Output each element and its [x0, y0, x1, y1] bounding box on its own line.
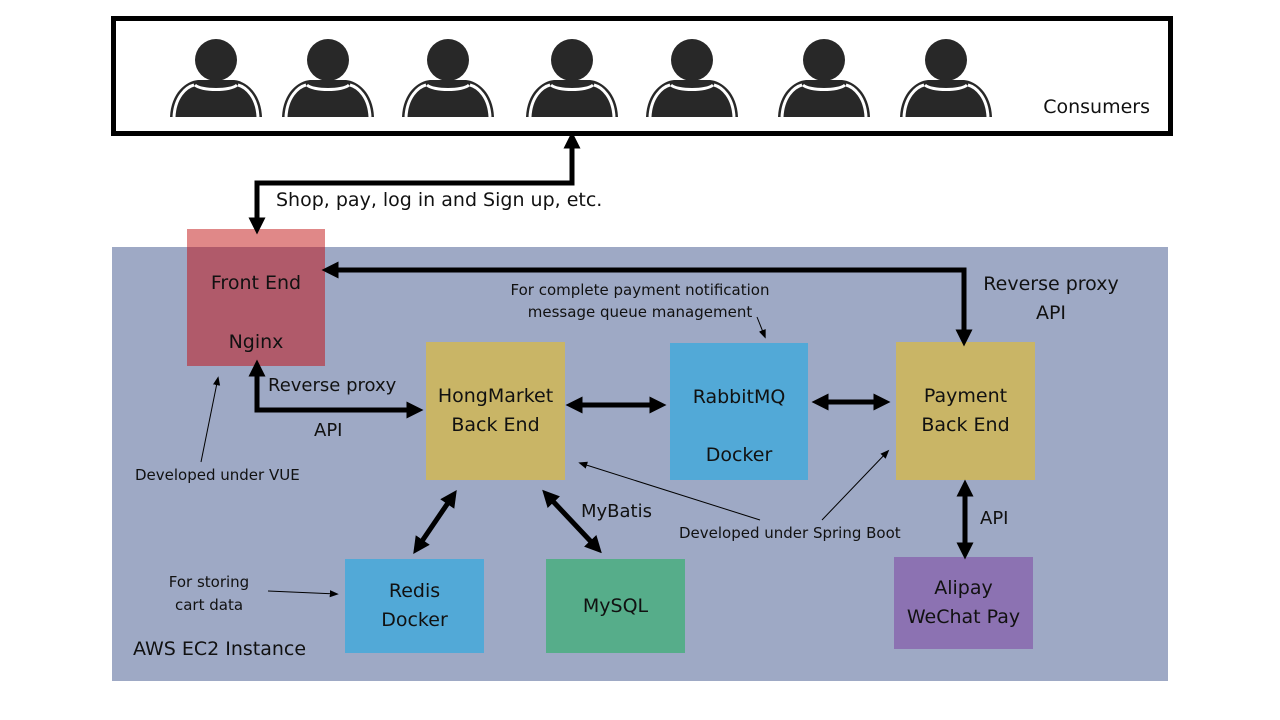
- edge-label-payment-api: API: [1035, 302, 1067, 324]
- redis-node-subtitle: Docker: [381, 609, 448, 631]
- payment-node-subtitle: Back End: [921, 414, 1010, 436]
- hongmarket-backend-node: HongMarket Back End: [426, 342, 565, 480]
- annotation-vue: Developed under VUE: [135, 466, 300, 484]
- annotation-rabbitmq-line2: message queue management: [527, 303, 753, 321]
- frontend-node-subtitle: Nginx: [228, 331, 284, 353]
- alipay-node-subtitle: WeChat Pay: [906, 606, 1021, 628]
- rabbitmq-node-title: RabbitMQ: [692, 386, 786, 408]
- edge-label-payment-reverse-proxy: Reverse proxy: [983, 273, 1119, 295]
- edge-label-alipay-api: API: [980, 508, 1009, 529]
- frontend-nginx-node: Front End Nginx: [187, 229, 325, 366]
- rabbitmq-docker-node: RabbitMQ Docker: [670, 343, 808, 480]
- payment-backend-node: Payment Back End: [896, 342, 1035, 480]
- user-icon: [778, 35, 870, 118]
- frontend-node-title: Front End: [210, 272, 302, 294]
- hongmarket-node-title: HongMarket: [437, 385, 554, 407]
- user-icon: [402, 35, 494, 118]
- payment-node-title: Payment: [923, 385, 1008, 407]
- user-icon: [646, 35, 738, 118]
- edge-label-reverse-proxy: Reverse proxy: [268, 375, 397, 396]
- user-icon: [900, 35, 992, 118]
- mysql-node-title: MySQL: [582, 594, 649, 617]
- hongmarket-node-subtitle: Back End: [451, 414, 540, 436]
- alipay-node-title: Alipay: [934, 577, 993, 599]
- alipay-wechat-pay-node: Alipay WeChat Pay: [894, 557, 1033, 649]
- redis-node-title: Redis: [388, 580, 441, 602]
- annotation-redis-line2: cart data: [174, 596, 244, 614]
- edge-label-mybatis: MyBatis: [581, 501, 652, 522]
- edge-label-consumer-actions: Shop, pay, log in and Sign up, etc.: [276, 189, 603, 211]
- consumers-group: [111, 16, 1173, 136]
- edge-label-api: API: [314, 420, 343, 441]
- annotation-rabbitmq-line1: For complete payment notification: [510, 281, 770, 299]
- aws-ec2-instance-label: AWS EC2 Instance: [133, 638, 307, 660]
- edge-consumers-frontend: [248, 131, 581, 235]
- consumers-label: Consumers: [1043, 96, 1150, 118]
- mysql-node: MySQL: [546, 559, 685, 653]
- annotation-spring-boot: Developed under Spring Boot: [679, 524, 901, 542]
- annotation-redis-line1: For storing: [168, 573, 250, 591]
- redis-docker-node: Redis Docker: [345, 559, 484, 653]
- user-icon: [282, 35, 374, 118]
- rabbitmq-node-subtitle: Docker: [705, 444, 773, 466]
- user-icon: [170, 35, 262, 118]
- user-icon: [526, 35, 618, 118]
